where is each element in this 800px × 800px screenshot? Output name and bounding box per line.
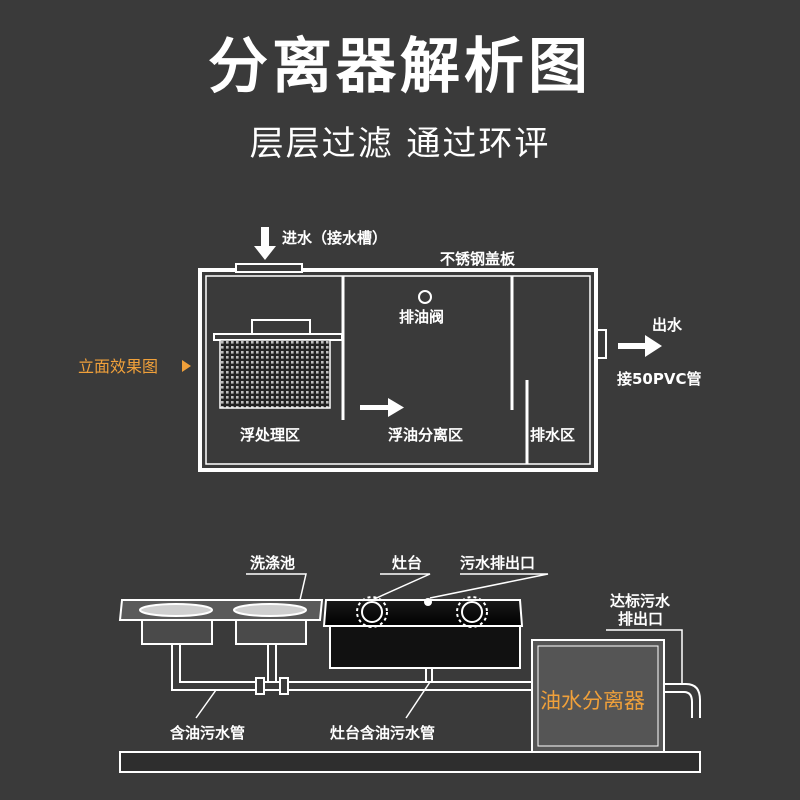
tank-section xyxy=(198,263,607,472)
oily-pipe xyxy=(171,644,532,695)
stove-oily-pipe-label: 灶台含油污水管 xyxy=(330,724,435,742)
burner-left-icon xyxy=(356,596,388,628)
tank-outer-wall xyxy=(198,268,598,472)
compliant-outlet-label-2: 排出口 xyxy=(618,610,663,628)
elevation-pointer-icon xyxy=(182,360,191,372)
sink-label: 洗涤池 xyxy=(250,554,295,572)
filter-basket-mesh xyxy=(219,339,331,409)
page-subtitle: 层层过滤 通过环评 xyxy=(249,124,551,164)
sink-basin-right xyxy=(233,603,307,617)
sink xyxy=(118,599,324,645)
filter-basket-rim xyxy=(213,333,343,341)
leader-lines xyxy=(195,573,683,719)
sink-basin-left xyxy=(139,603,213,617)
oily-pipe-label: 含油污水管 xyxy=(170,724,245,742)
stove-label: 灶台 xyxy=(392,554,422,572)
inlet-label: 进水（接水槽） xyxy=(282,229,387,247)
oil-water-separator xyxy=(531,639,665,753)
outlet-label: 出水 xyxy=(652,316,683,334)
zone-oil-sep-label: 浮油分离区 xyxy=(388,426,463,444)
inlet-cap xyxy=(235,263,303,273)
page-title: 分离器解析图 xyxy=(208,32,592,102)
outlet-stub xyxy=(595,329,607,359)
outlet-arrow-icon xyxy=(618,335,662,357)
zone-drain-label: 排水区 xyxy=(530,426,575,444)
outlet-pipe-label: 接50PVC管 xyxy=(617,370,702,388)
separator-outlet-pipe xyxy=(664,683,701,718)
stove xyxy=(322,599,524,669)
oil-valve-label: 排油阀 xyxy=(399,308,444,326)
floor-slab xyxy=(119,751,701,773)
stove-drain-icon xyxy=(424,598,432,606)
tank-inner-wall xyxy=(205,275,591,465)
compliant-outlet-label-1: 达标污水 xyxy=(610,592,671,610)
inlet-arrow-icon xyxy=(254,227,276,260)
cover-label: 不锈钢盖板 xyxy=(440,250,516,268)
oil-valve-icon xyxy=(418,290,432,304)
filter-basket-lid xyxy=(251,319,311,335)
zone-float-treat-label: 浮处理区 xyxy=(240,426,300,444)
sewage-outlet-label: 污水排出口 xyxy=(460,554,535,572)
flow-arrow-icon xyxy=(360,398,404,417)
separator-label: 油水分离器 xyxy=(540,689,645,713)
elevation-view-label: 立面效果图 xyxy=(78,357,158,376)
burner-right-icon xyxy=(456,596,488,628)
